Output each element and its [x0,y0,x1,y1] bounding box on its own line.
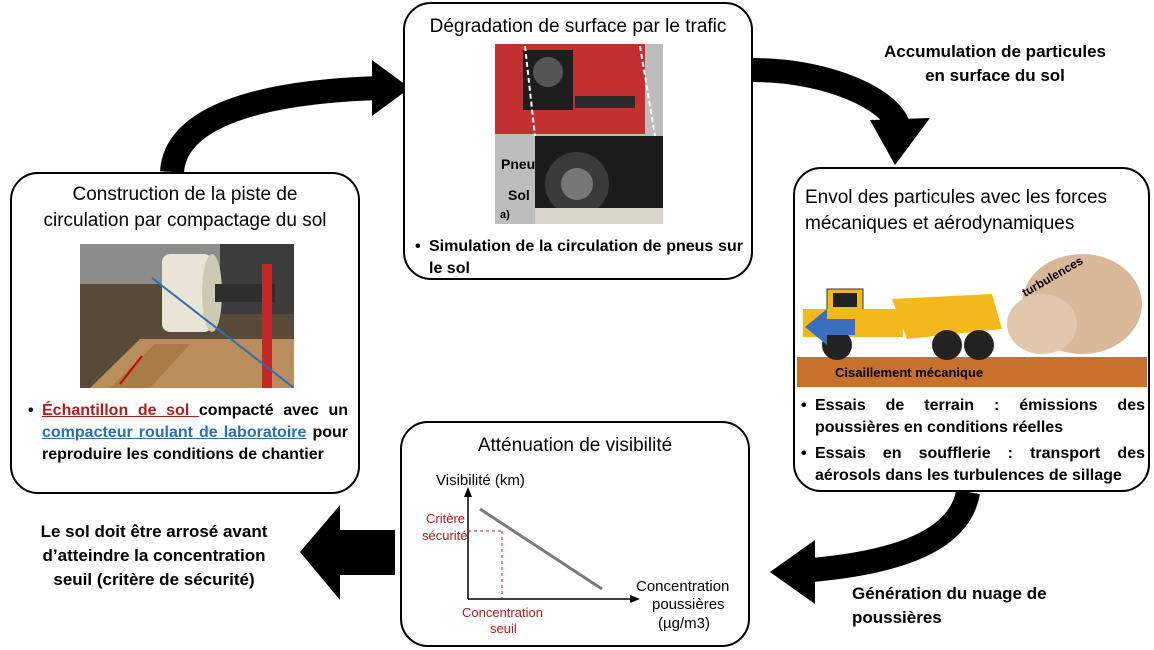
xlabel-line3: (µg/m3) [658,615,710,632]
xlabel-line1: Concentration [636,578,729,595]
arrow-degradation-to-envol [751,58,910,130]
degradation-bullet: • Simulation de la circulation de pneus … [415,238,743,277]
attenuation-title: Atténuation de visibilité [477,435,673,456]
seuil-line1: Concentration [462,605,543,620]
arrow-construction-to-degradation [160,76,381,174]
construction-title-line2: circulation par compactage du sol [43,210,327,231]
envol-bullet-1: • Essais de terrain : émissions des pous… [801,397,1145,436]
seuil-line2: seuil [490,621,517,636]
arrosage-caption: Le sol doit être arrosé avant d’atteindr… [40,522,268,589]
xlabel-line2: poussières [652,596,725,613]
generation-caption: Génération du nuage de poussières [852,584,1047,627]
critere-line2: sécurité [422,528,468,543]
sample-label: Échantillon de sol [42,402,199,419]
visibility-graph: Visibilité (km) Critère sécurité Concent… [422,472,729,636]
construction-box: Construction de la piste de circulation … [10,172,360,494]
arrow-attenuation-to-arrosage [300,505,395,600]
compactor-illustration [80,244,294,388]
envol-box: Envol des particules avec les forces méc… [793,167,1150,492]
attenuation-box: Atténuation de visibilité Visibilité (km… [400,421,750,647]
degradation-title: Dégradation de surface par le trafic [429,16,727,37]
envol-title-line2: mécaniques et aérodynamiques [805,213,1075,234]
envol-bullet-2: • Essais en soufflerie : transport des a… [801,445,1145,484]
accumulation-caption: Accumulation de particules en surface du… [884,42,1106,85]
label-pneu: Pneu [501,156,536,172]
construction-bullet: • Échantillon de sol compacté avec un co… [28,402,348,463]
label-cisaillement: Cisaillement mécanique [835,365,983,380]
label-a: a) [500,209,510,221]
degradation-box: Dégradation de surface par le trafic Pne… [403,2,753,280]
arrow-head-3 [770,540,815,604]
construction-title-line1: Construction de la piste de [72,184,298,205]
traffic-simulator-illustration [495,44,663,224]
construction-text-1: compacté avec un [198,402,348,419]
critere-line1: Critère [426,511,465,526]
construction-text-2: pour reproduire les conditions de chanti… [42,424,348,463]
dumper-truck-scene: turbulences Cisaillement mécanique [797,253,1147,387]
traffic-simulator-photo [495,44,663,224]
graph-ylabel: Visibilité (km) [436,472,525,489]
arrow-head-2 [870,118,930,165]
envol-title-line1: Envol des particules avec les forces [805,187,1108,208]
compactor-photo [80,244,294,388]
label-sol: Sol [508,187,530,203]
arrow-envol-to-attenuation [810,489,980,582]
arrow-head-1 [372,60,410,116]
dumper-illustration: turbulences Cisaillement mécanique [797,249,1147,391]
compactor-label: compacteur roulant de laboratoire [42,424,307,441]
